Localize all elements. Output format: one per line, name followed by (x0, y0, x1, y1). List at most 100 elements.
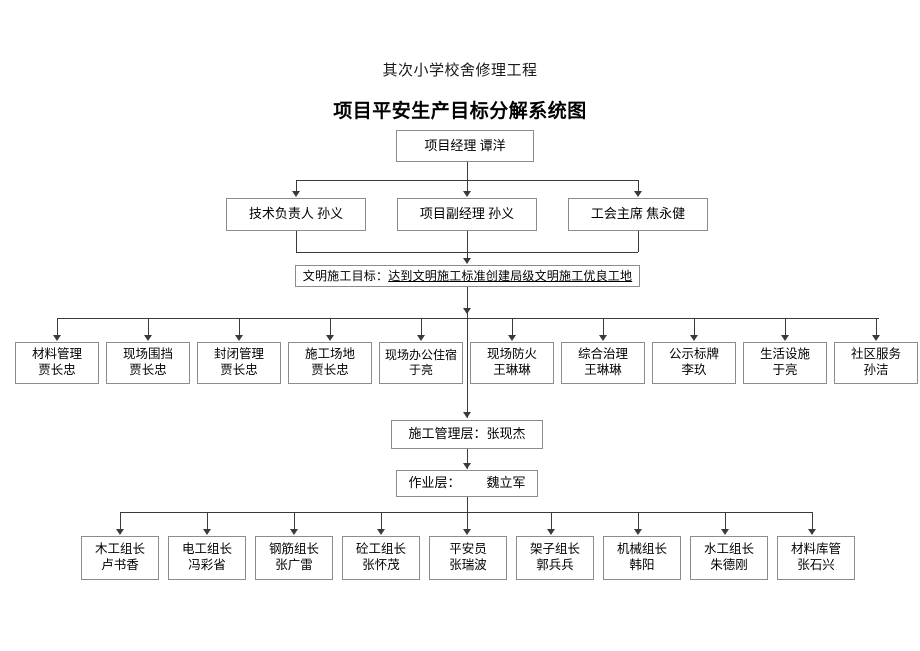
arrow-team-8 (721, 529, 729, 535)
node-technical-director[interactable]: 技术负责人 孙义 (226, 198, 366, 231)
node-role: 电工组长 (181, 542, 232, 557)
node-responsibility-9[interactable]: 生活设施 于亮 (743, 342, 827, 384)
node-person: 王琳琳 (584, 363, 622, 377)
node-team-6[interactable]: 架子组长 郭兵兵 (516, 536, 594, 580)
node-role: 现场围挡 (122, 347, 173, 362)
node-project-manager[interactable]: 项目经理 谭洋 (396, 130, 534, 162)
banner-text: 文明施工目标：达到文明施工标准创建局级文明施工优良工地 (303, 269, 632, 284)
node-responsibility-6[interactable]: 现场防火 王琳琳 (470, 342, 554, 384)
node-role: 砼工组长 (355, 542, 406, 557)
connector-drop-team-3 (294, 512, 295, 533)
connector-drop-team-2 (207, 512, 208, 533)
arrow-resp-9 (781, 335, 789, 341)
connector-drop-resp-4 (330, 318, 331, 339)
node-role: 水工组长 (703, 542, 754, 557)
node-responsibility-7[interactable]: 综合治理 王琳琳 (561, 342, 645, 384)
connector-drop-l2-3 (638, 180, 639, 193)
banner-goal: 达到文明施工标准创建局级文明施工优良工地 (388, 268, 633, 283)
connector-bus-responsibilities (57, 318, 879, 319)
node-label: 技术负责人 孙义 (248, 206, 344, 222)
arrow-resp-7 (599, 335, 607, 341)
node-label: 作业层：魏立军 (408, 475, 525, 491)
connector-bus-teams (120, 512, 812, 513)
node-role: 材料库管 (790, 542, 841, 557)
node-role: 钢筋组长 (268, 542, 319, 557)
node-role: 架子组长 (529, 542, 580, 557)
connector-drop-resp-1 (57, 318, 58, 339)
node-operation-layer[interactable]: 作业层：魏立军 (396, 470, 538, 497)
node-person: 卢书香 (101, 558, 139, 572)
node-role: 平安员 (449, 542, 487, 557)
node-person: 张石兴 (797, 558, 835, 572)
node-responsibility-10[interactable]: 社区服务 孙洁 (834, 342, 918, 384)
node-person: 贾长忠 (220, 363, 258, 377)
node-responsibility-5[interactable]: 现场办公住宿 于亮 (379, 342, 463, 384)
node-role: 社区服务 (850, 347, 901, 362)
node-civilized-construction-goal[interactable]: 文明施工目标：达到文明施工标准创建局级文明施工优良工地 (295, 265, 640, 287)
node-person: 于亮 (772, 363, 798, 377)
connector-banner-drop (467, 252, 468, 260)
node-responsibility-3[interactable]: 封闭管理 贾长忠 (197, 342, 281, 384)
arrow-l2-3 (634, 191, 642, 197)
node-team-1[interactable]: 木工组长 卢书香 (81, 536, 159, 580)
chart-title: 项目平安生产目标分解系统图 (333, 101, 587, 122)
node-person: 郭兵兵 (536, 558, 574, 572)
arrow-resp-2 (144, 335, 152, 341)
node-team-4[interactable]: 砼工组长 张怀茂 (342, 536, 420, 580)
connector-drop-resp-7 (603, 318, 604, 339)
node-team-5[interactable]: 平安员 张瑞波 (429, 536, 507, 580)
arrow-team-9 (808, 529, 816, 535)
node-person: 王琳琳 (493, 363, 531, 377)
arrow-team-4 (377, 529, 385, 535)
connector-l2-1-down (296, 231, 297, 252)
arrow-team-5 (463, 529, 471, 535)
node-person: 张怀茂 (362, 558, 400, 572)
arrow-resp-8 (690, 335, 698, 341)
node-person: 贾长忠 (311, 363, 349, 377)
node-team-9[interactable]: 材料库管 张石兴 (777, 536, 855, 580)
node-team-3[interactable]: 钢筋组长 张广雷 (255, 536, 333, 580)
arrow-trunk-management (463, 412, 471, 418)
node-role: 生活设施 (759, 347, 810, 362)
node-label: 施工管理层：张现杰 (408, 426, 526, 442)
node-role: 综合治理 (577, 347, 628, 362)
node-responsibility-8[interactable]: 公示标牌 李玖 (652, 342, 736, 384)
node-person: 朱德刚 (710, 558, 748, 572)
node-construction-management-layer[interactable]: 施工管理层：张现杰 (391, 420, 543, 449)
node-person: 韩阳 (629, 558, 655, 572)
node-team-2[interactable]: 电工组长 冯彩省 (168, 536, 246, 580)
node-union-chairman[interactable]: 工会主席 焦永健 (568, 198, 708, 231)
node-responsibility-4[interactable]: 施工场地 贾长忠 (288, 342, 372, 384)
connector-drop-team-8 (725, 512, 726, 533)
connector-drop-resp-9 (785, 318, 786, 339)
arrow-resp-3 (235, 335, 243, 341)
chart-subtitle: 其次小学校舍修理工程 (382, 63, 538, 79)
connector-drop-team-9 (812, 512, 813, 533)
connector-management-down (467, 449, 468, 469)
node-role: 机械组长 (616, 542, 667, 557)
operation-person: 魏立军 (486, 475, 526, 491)
node-role: 封闭管理 (213, 347, 264, 362)
node-label: 项目副经理 孙义 (419, 206, 515, 222)
node-team-8[interactable]: 水工组长 朱德刚 (690, 536, 768, 580)
node-person: 于亮 (408, 363, 433, 377)
node-role: 材料管理 (31, 347, 82, 362)
connector-l1-down (467, 162, 468, 180)
connector-drop-team-1 (120, 512, 121, 533)
node-person: 李玖 (681, 363, 707, 377)
node-person: 冯彩省 (188, 558, 226, 572)
node-team-7[interactable]: 机械组长 韩阳 (603, 536, 681, 580)
node-label: 项目经理 谭洋 (424, 137, 506, 153)
connector-drop-resp-2 (148, 318, 149, 339)
connector-l2-3-down (638, 231, 639, 252)
node-person: 张瑞波 (449, 558, 487, 572)
connector-drop-team-6 (551, 512, 552, 533)
node-responsibility-1[interactable]: 材料管理 贾长忠 (15, 342, 99, 384)
banner-prefix: 文明施工目标： (302, 268, 389, 283)
connector-trunk-through (467, 318, 468, 418)
connector-banner-down (467, 287, 468, 318)
node-deputy-manager[interactable]: 项目副经理 孙义 (397, 198, 537, 231)
arrow-banner (463, 258, 471, 264)
node-responsibility-2[interactable]: 现场围挡 贾长忠 (106, 342, 190, 384)
